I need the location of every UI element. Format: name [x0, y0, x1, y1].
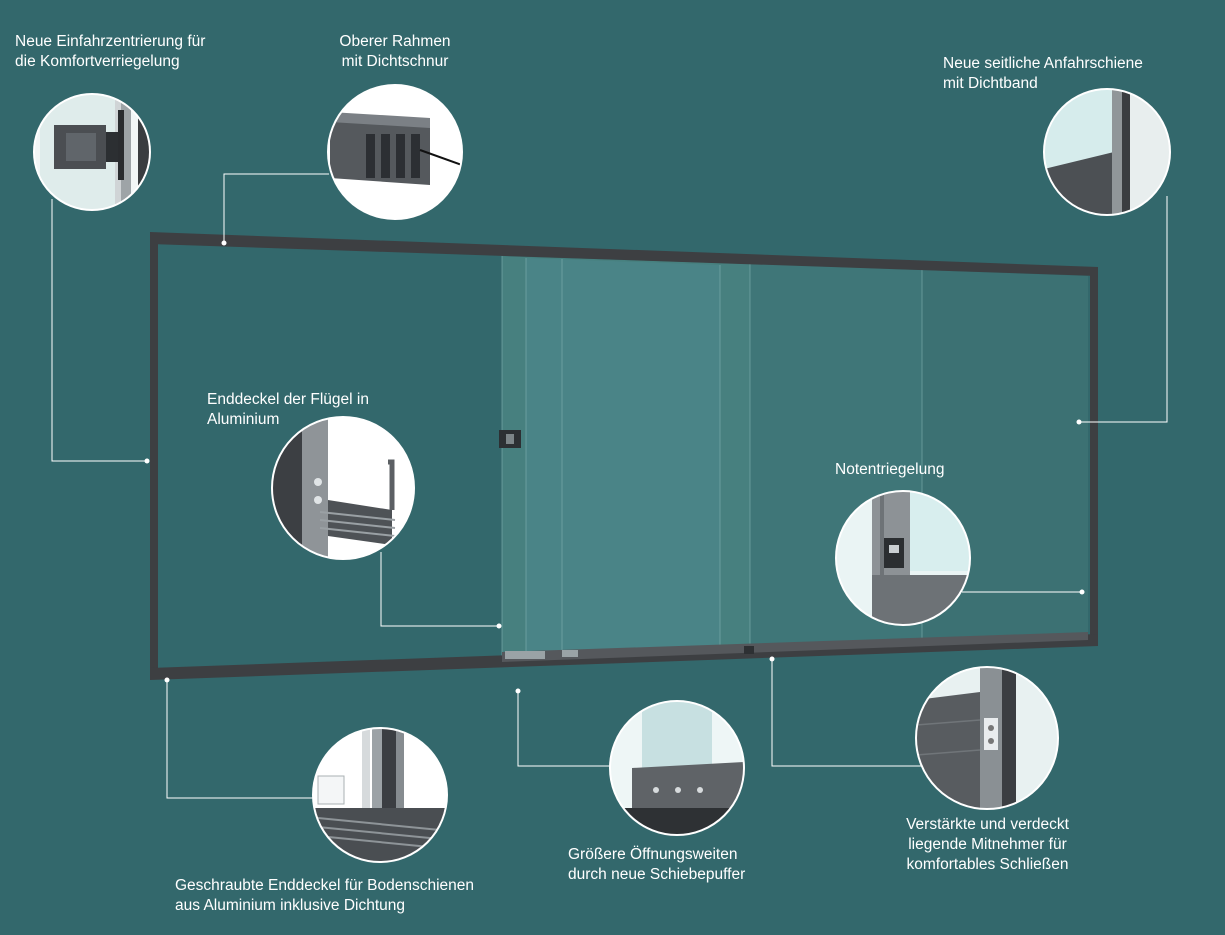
detail-mitnehmer	[915, 666, 1059, 810]
detail-geschraubte-enddeckel	[312, 727, 448, 863]
frame-left	[150, 232, 158, 676]
frame-top	[150, 232, 1098, 276]
label-enddeckel-fluegel: Enddeckel der Flügel in Aluminium	[207, 391, 369, 428]
bottom-track	[502, 632, 1088, 662]
buffer-detail	[505, 651, 545, 659]
detail-anfahrschiene	[1043, 88, 1171, 216]
glass-panel-2	[526, 258, 720, 656]
detail-notentriegelung	[835, 490, 971, 626]
leader-dots	[144, 240, 1085, 694]
label-anfahrschiene: Neue seitliche Anfahrschiene mit Dichtba…	[943, 55, 1143, 92]
label-einfahrzentrierung: Neue Einfahrzentrierung für die Komfortv…	[15, 33, 206, 70]
detail-oeffnungsweiten	[609, 700, 745, 836]
label-mitnehmer: Verstärkte und verdeckt liegende Mitnehm…	[906, 816, 1069, 873]
sliding-system	[150, 232, 1098, 680]
label-notentriegelung: Notentriegelung	[835, 461, 945, 478]
detail-oberer-rahmen	[327, 84, 463, 220]
latch	[744, 646, 754, 654]
frame-right	[1090, 268, 1098, 646]
leader-lines	[51, 173, 1168, 799]
buffer-detail-2	[562, 650, 578, 657]
detail-einfahrzentrierung	[33, 93, 151, 211]
label-oberer-rahmen: Oberer Rahmen mit Dichtschnur	[339, 33, 451, 70]
label-geschraubte-enddeckel: Geschraubte Enddeckel für Bodenschienen …	[175, 877, 475, 914]
label-oeffnungsweiten: Größere Öffnungsweiten durch neue Schieb…	[568, 846, 746, 883]
detail-enddeckel-fluegel	[271, 416, 415, 560]
